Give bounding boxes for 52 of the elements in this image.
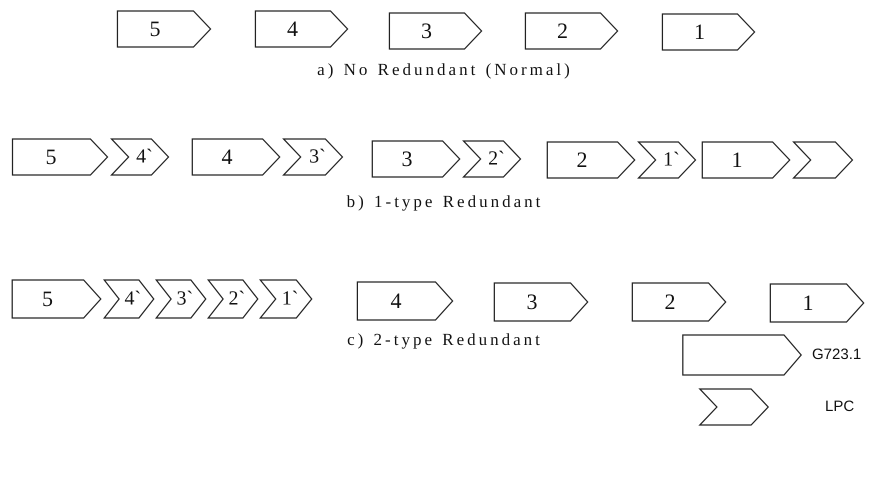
packet-number: 3 xyxy=(421,18,432,44)
chevron-label: 3` xyxy=(176,288,194,310)
packet-number: 1 xyxy=(694,19,705,45)
packet-box xyxy=(10,138,110,176)
chevron-label: 1` xyxy=(663,148,680,172)
chevron-frame xyxy=(103,279,155,319)
chevron-frame xyxy=(110,138,170,176)
packet-box xyxy=(700,141,792,179)
packet-box xyxy=(768,283,866,323)
chevron-frame xyxy=(282,138,344,176)
packet-box xyxy=(660,13,757,51)
chevron-label: 4` xyxy=(124,288,142,310)
packet-number: 5 xyxy=(42,286,53,312)
packet-box xyxy=(190,138,282,176)
figure-caption: b) 1-type Redundant xyxy=(346,192,544,212)
legend-text: G723.1 xyxy=(812,346,862,363)
packet-box xyxy=(355,281,455,321)
chevron-frame xyxy=(792,141,854,179)
packet-box xyxy=(545,141,637,179)
chevron-frame xyxy=(207,279,259,319)
packet-number: 2 xyxy=(557,18,568,44)
chevron-frame xyxy=(155,279,207,319)
packet-number: 2 xyxy=(576,147,588,173)
packet-box xyxy=(492,282,590,322)
packet-number: 4 xyxy=(222,144,232,170)
packet-number: 3 xyxy=(402,146,412,172)
chevron-label: 3` xyxy=(309,146,326,168)
chevron-label: 2` xyxy=(488,148,505,170)
packet-number: 2 xyxy=(664,289,676,315)
packet-number: 3 xyxy=(526,289,538,315)
packet-number: 5 xyxy=(150,16,160,42)
figure-caption: a) No Redundant (Normal) xyxy=(317,60,573,80)
packet-box xyxy=(10,279,103,319)
chevron-label: 4` xyxy=(136,146,153,168)
chevron-frame xyxy=(462,140,522,178)
packet-box xyxy=(370,140,462,178)
packet-number: 1 xyxy=(732,147,742,173)
chevron-label: 2` xyxy=(228,288,246,310)
packet-box xyxy=(115,10,213,48)
packet-box xyxy=(630,282,728,322)
packet-number: 4 xyxy=(390,288,402,314)
chevron-frame xyxy=(637,141,697,179)
figure-caption: c) 2-type Redundant xyxy=(347,330,543,350)
chevron-label: 1` xyxy=(282,288,298,310)
packet-number: 4 xyxy=(287,16,298,42)
packet-box xyxy=(253,10,350,48)
packet-number: 1 xyxy=(802,290,814,316)
chevron-frame xyxy=(259,279,313,319)
packet-box xyxy=(523,12,620,50)
packet-box xyxy=(387,12,484,50)
legend-text: LPC xyxy=(825,398,854,415)
packet-number: 5 xyxy=(46,144,56,170)
